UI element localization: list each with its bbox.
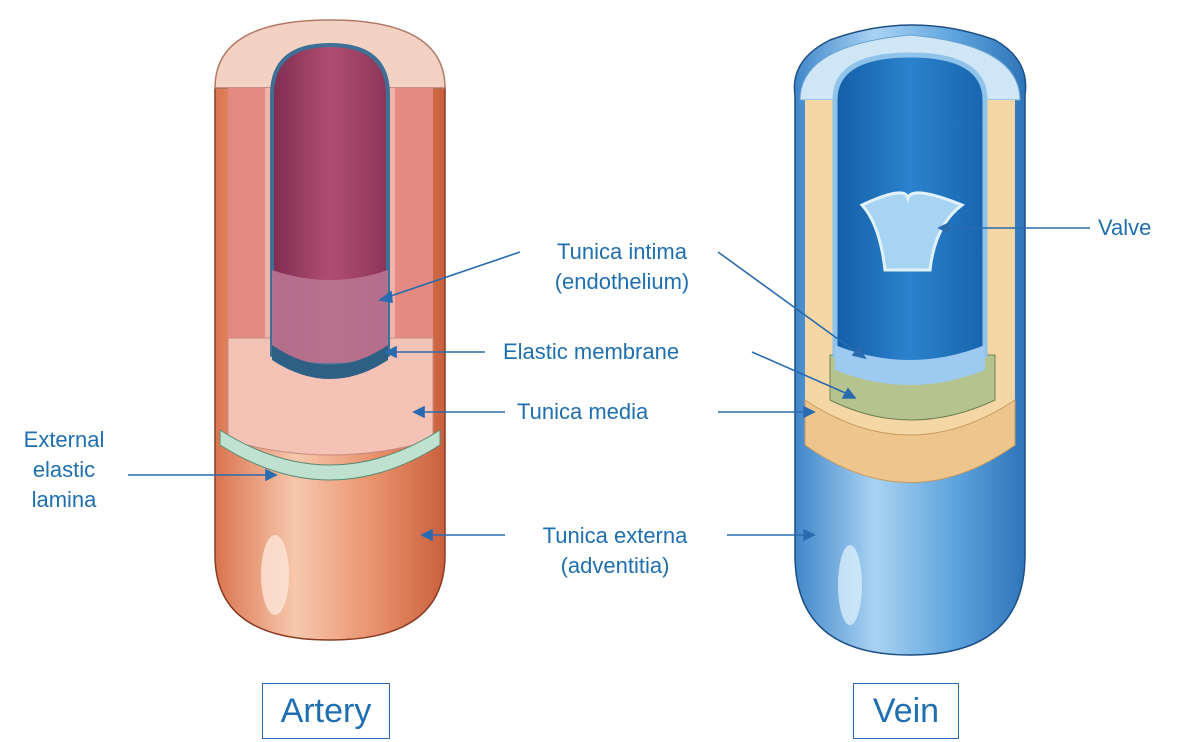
- label-tunica-intima: Tunica intima (endothelium): [522, 237, 722, 297]
- caption-vein: Vein: [853, 683, 959, 739]
- caption-artery: Artery: [262, 683, 390, 739]
- label-tunica-externa-line1: Tunica externa: [508, 521, 722, 551]
- artery-illustration: [215, 20, 445, 640]
- vein-highlight: [838, 545, 862, 625]
- label-tunica-externa: Tunica externa (adventitia): [508, 521, 722, 581]
- label-external-elastic-lamina: External elastic lamina: [0, 425, 128, 515]
- label-tunica-intima-line2: (endothelium): [522, 267, 722, 297]
- label-elastic-membrane: Elastic membrane: [503, 337, 679, 367]
- vein-illustration: [794, 25, 1025, 655]
- label-tunica-externa-line2: (adventitia): [508, 551, 722, 581]
- label-valve: Valve: [1098, 213, 1151, 243]
- label-external-line3: lamina: [0, 485, 128, 515]
- artery-intima-floor: [272, 270, 388, 364]
- artery-highlight: [261, 535, 289, 615]
- label-tunica-intima-line1: Tunica intima: [522, 237, 722, 267]
- label-external-line1: External: [0, 425, 128, 455]
- label-external-line2: elastic: [0, 455, 128, 485]
- label-tunica-media: Tunica media: [517, 397, 648, 427]
